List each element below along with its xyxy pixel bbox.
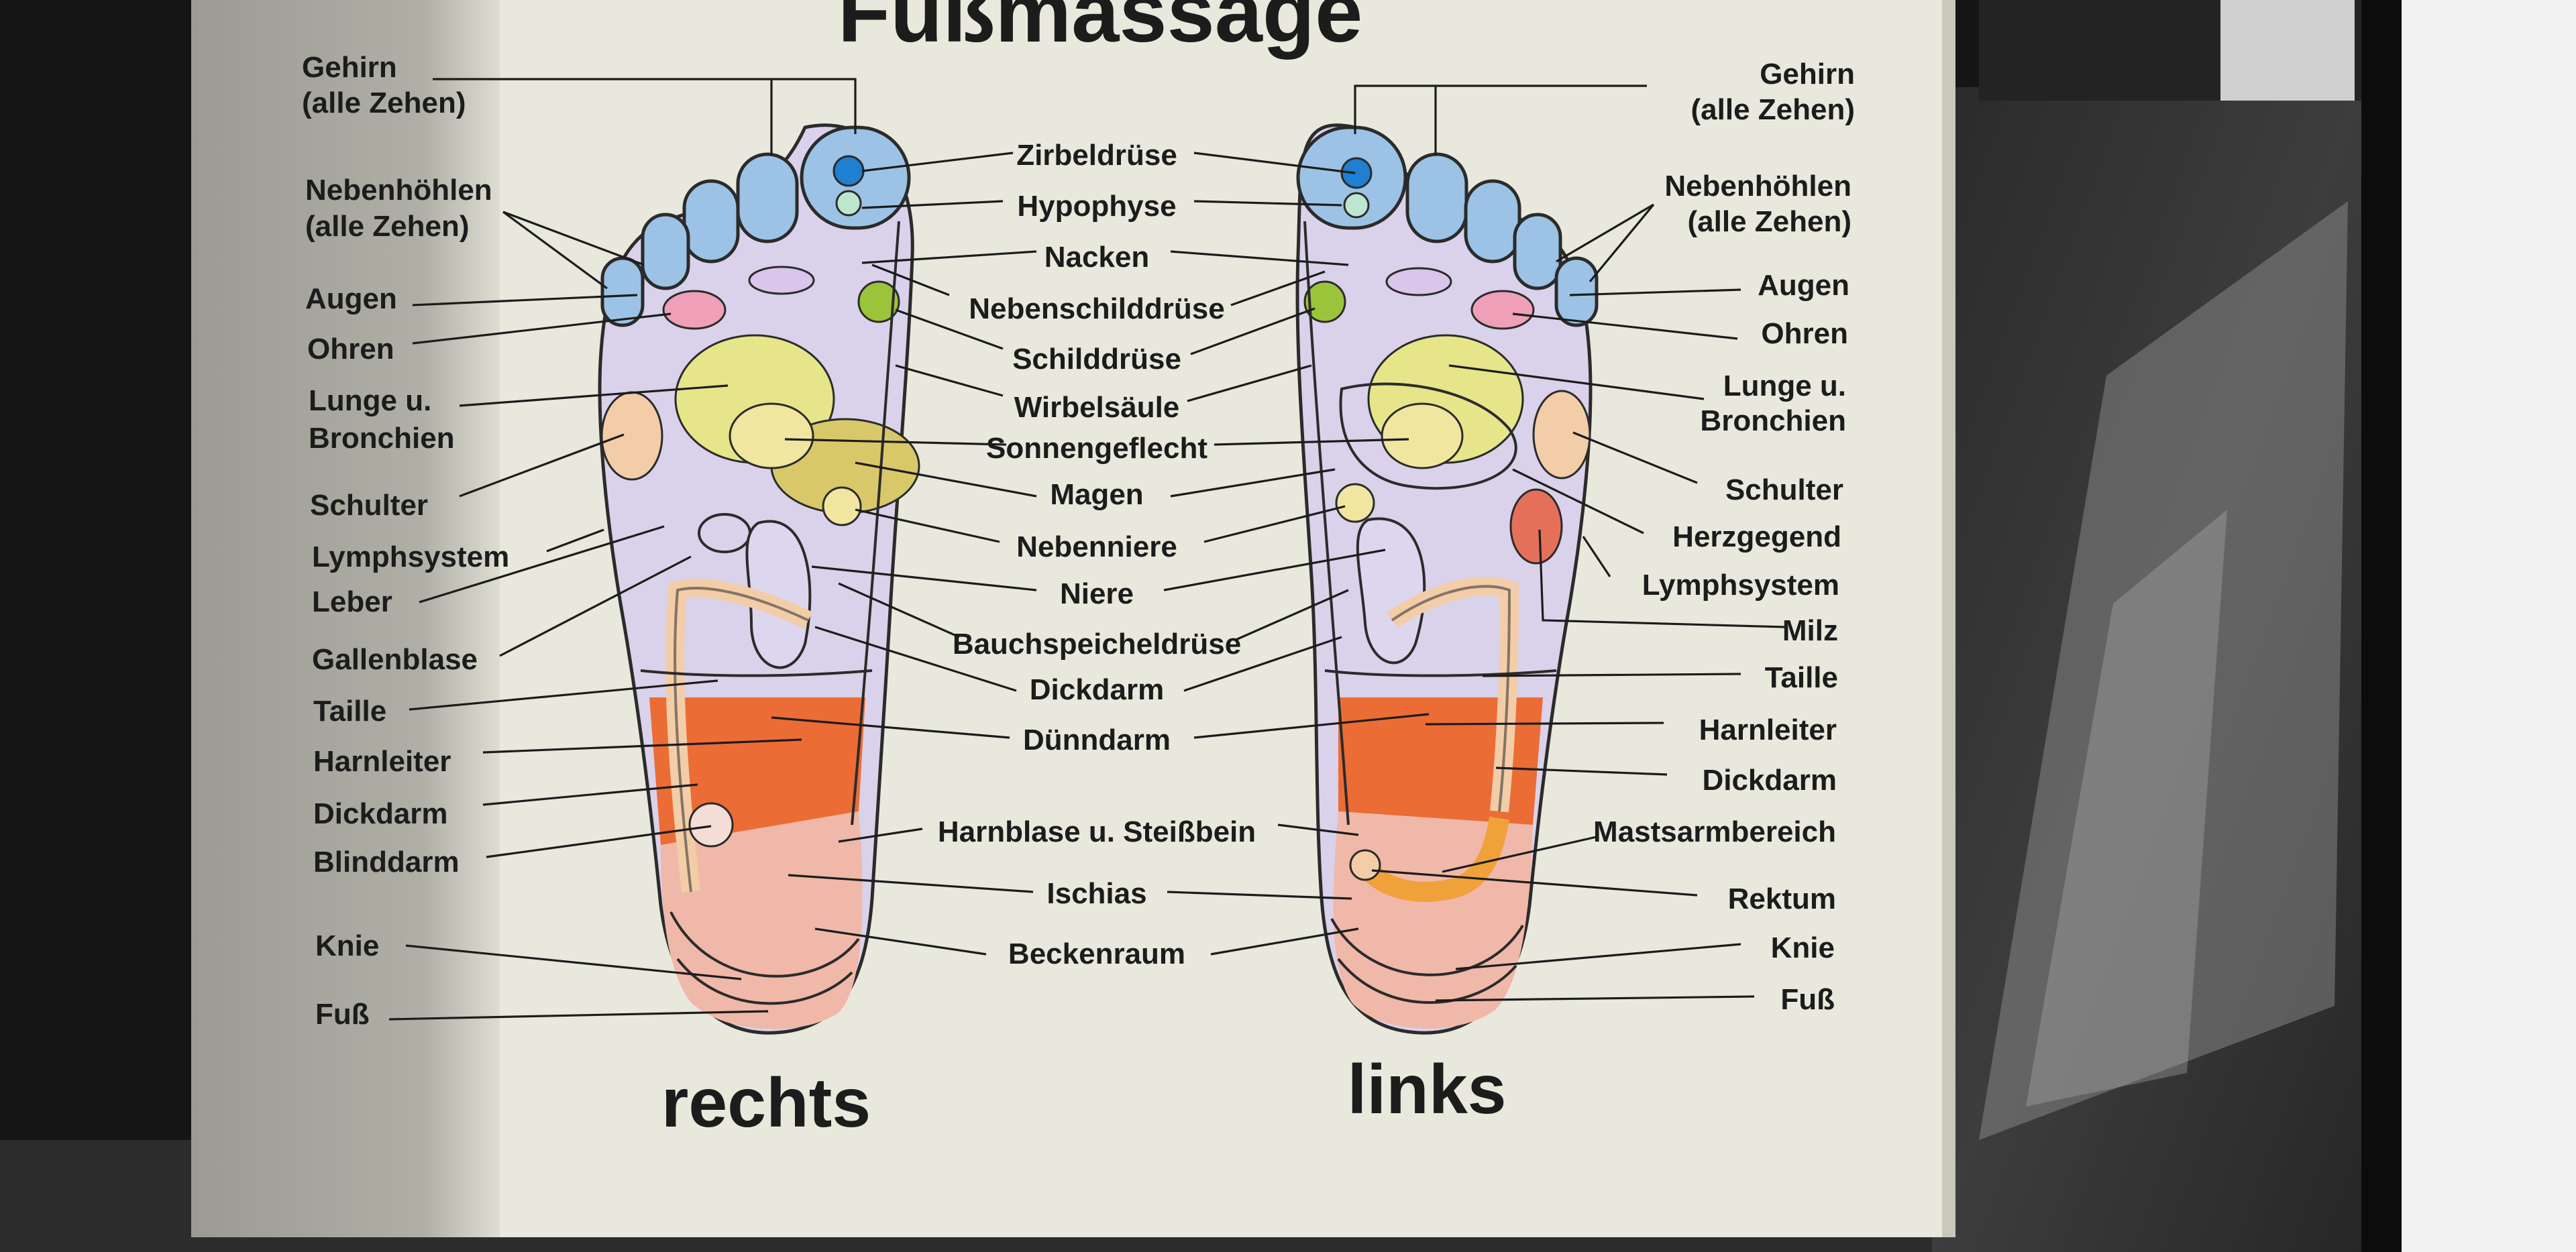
label-taille-right: Taille [313, 695, 386, 728]
label-schulter-left: Schulter [1725, 473, 1843, 506]
label-nebenhoehlen-right-sub: (alle Zehen) [305, 210, 470, 243]
right-appendix-dot [690, 803, 733, 846]
label-gehirn-left: Gehirn [1760, 58, 1855, 91]
label-augen-left: Augen [1758, 269, 1849, 302]
right-adrenal-dot [823, 488, 861, 525]
right-toe-2 [738, 154, 797, 241]
window-top-light [2220, 0, 2355, 101]
label-sonnengeflecht: Sonnengeflecht [986, 432, 1208, 465]
board-edge [1942, 0, 1955, 1237]
left-toe-5 [1556, 258, 1597, 325]
label-harnleiter-right: Harnleiter [313, 745, 451, 778]
label-gehirn-right: Gehirn [302, 51, 397, 84]
label-mastsarmbereich: Mastsarmbereich [1593, 815, 1836, 848]
label-nebenhoehlen-left: Nebenhöhlen [1664, 170, 1851, 203]
label-lunge-right: Lunge u. [309, 384, 431, 417]
label-dickdarm-left: Dickdarm [1702, 764, 1837, 797]
label-knie-left: Knie [1771, 931, 1835, 964]
right-toe-5 [602, 258, 643, 325]
label-bronchien-right: Bronchien [309, 422, 455, 455]
left-toe-3 [1466, 181, 1519, 262]
label-taille-left: Taille [1765, 661, 1838, 694]
left-eye-spot [1387, 268, 1451, 295]
label-ischias: Ischias [1046, 877, 1146, 910]
label-rektum: Rektum [1728, 883, 1836, 915]
label-gehirn-left-sub: (alle Zehen) [1691, 93, 1856, 126]
label-lymphsystem-left: Lymphsystem [1642, 569, 1839, 602]
right-eye-spot [749, 267, 814, 294]
label-leber-right: Leber [312, 585, 392, 618]
left-kidney-outline [1358, 518, 1424, 663]
caption-links: links [1348, 1051, 1507, 1129]
label-ohren-left: Ohren [1761, 317, 1848, 350]
label-hypophyse: Hypophyse [1017, 190, 1176, 223]
label-blinddarm-right: Blinddarm [313, 846, 460, 878]
label-knie-right: Knie [315, 929, 379, 962]
label-nebenniere: Nebenniere [1016, 530, 1177, 563]
caption-rechts: rechts [661, 1064, 871, 1142]
label-magen: Magen [1050, 478, 1143, 511]
label-fuss-left: Fuß [1780, 983, 1835, 1016]
left-ear-spot [1472, 291, 1534, 329]
left-bladder-dot [1350, 850, 1380, 880]
label-duenndarm: Dünndarm [1023, 724, 1171, 756]
chart-title: Fußmassage [838, 0, 1363, 60]
label-harnleiter-left: Harnleiter [1699, 714, 1837, 746]
right-toe-3 [684, 181, 738, 262]
label-gehirn-right-sub: (alle Zehen) [302, 87, 466, 119]
door-frame [2361, 0, 2402, 1252]
right-solar-plexus [730, 404, 813, 468]
label-dickdarm-center: Dickdarm [1030, 673, 1165, 706]
label-schilddruese: Schilddrüse [1012, 343, 1181, 376]
label-nacken: Nacken [1044, 241, 1150, 274]
label-beckenraum: Beckenraum [1008, 937, 1185, 970]
label-lunge-left: Lunge u. [1723, 369, 1846, 402]
left-toe-2 [1407, 154, 1466, 241]
label-harnblase: Harnblase u. Steißbein [938, 815, 1256, 848]
label-dickdarm-right: Dickdarm [313, 797, 448, 830]
left-solar-plexus [1382, 404, 1462, 468]
label-ohren-right: Ohren [307, 333, 394, 365]
label-zirbeldruese: Zirbeldrüse [1016, 139, 1177, 172]
label-nebenhoehlen-right: Nebenhöhlen [305, 174, 492, 207]
left-toe-4 [1515, 215, 1560, 288]
label-milz: Milz [1782, 614, 1838, 647]
left-pituitary-dot [1344, 193, 1368, 217]
label-augen-right: Augen [305, 282, 397, 315]
left-pineal-dot [1342, 158, 1371, 188]
label-bronchien-left: Bronchien [1700, 404, 1846, 437]
white-wall [2402, 0, 2576, 1252]
label-gallenblase-right: Gallenblase [312, 643, 478, 676]
left-shoulder-zone [1534, 391, 1590, 478]
label-nebenhoehlen-left-sub: (alle Zehen) [1688, 205, 1852, 238]
label-lymphsystem-right: Lymphsystem [312, 540, 509, 573]
label-bauchspeicheldruese: Bauchspeicheldrüse [953, 628, 1241, 661]
label-nebenschilddruese: Nebenschilddrüse [969, 292, 1224, 325]
label-niere: Niere [1060, 577, 1134, 610]
right-pineal-dot [834, 156, 863, 186]
right-ear-spot [663, 291, 725, 329]
label-herzgegend: Herzgegend [1672, 520, 1841, 553]
label-schulter-right: Schulter [310, 489, 428, 522]
label-wirbelsaeule: Wirbelsäule [1014, 391, 1180, 424]
right-toe-4 [643, 215, 688, 288]
right-pituitary-dot [837, 191, 861, 215]
right-shoulder-zone [602, 392, 662, 479]
label-fuss-right: Fuß [315, 998, 370, 1031]
left-adrenal-dot [1336, 484, 1374, 522]
left-spleen-spot [1511, 490, 1562, 563]
